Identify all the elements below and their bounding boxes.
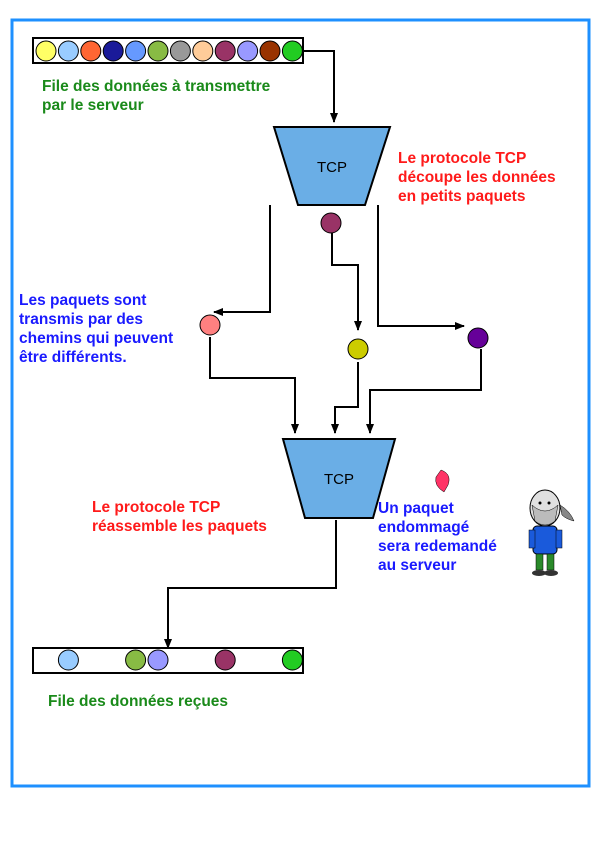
label-split: Le protocole TCP découpe les données en … (398, 150, 560, 205)
queue-out-packet (192, 40, 214, 62)
path-middle (331, 233, 362, 331)
tcp-bottom-label: TCP (324, 471, 354, 488)
queue-in-packet (147, 649, 169, 671)
label-paths: Les paquets sont transmis par des chemin… (19, 292, 177, 366)
packet-left (199, 314, 221, 336)
path-left (213, 205, 271, 316)
queue-out-packet (102, 40, 124, 62)
tcp-top: TCP (272, 126, 392, 206)
queue-in-packet (125, 649, 147, 671)
tcp-bottom: TCP (281, 438, 397, 519)
queue-out-packet (125, 40, 147, 62)
queue-out (32, 37, 304, 64)
character-figure (528, 489, 575, 576)
label-reassemble: Le protocole TCP réassemble les paquets (92, 499, 267, 535)
queue-in-packet (57, 649, 79, 671)
queue-in (32, 647, 304, 674)
queue-out-packet (147, 40, 169, 62)
label-queue-in: File des données reçues (48, 693, 228, 710)
label-damaged: Un paquet endommagé sera redemandé au se… (378, 500, 501, 574)
packet-split (320, 212, 342, 234)
queue-out-packet (35, 40, 57, 62)
arrow-tcp-to-queue (164, 520, 337, 649)
packet-middle (347, 338, 369, 360)
tcp-top-label: TCP (317, 159, 347, 176)
arrow-queue-to-tcp (303, 50, 338, 123)
damaged-packet (435, 469, 450, 493)
path-middle-down (331, 362, 359, 434)
queue-in-packet (214, 649, 236, 671)
packet-right (467, 327, 489, 349)
flow-lines (164, 50, 482, 649)
queue-out-packet (237, 40, 259, 62)
label-queue-out: File des données à transmettre par le se… (42, 78, 275, 114)
queue-out-packet (214, 40, 236, 62)
queue-out-packet (259, 40, 281, 62)
path-right (377, 205, 465, 330)
path-left-down (209, 337, 299, 434)
queue-in-packet (281, 649, 303, 671)
queue-out-packet (281, 40, 303, 62)
queue-out-packet (57, 40, 79, 62)
queue-out-packet (80, 40, 102, 62)
path-right-down (366, 349, 482, 434)
queue-out-packet (169, 40, 191, 62)
